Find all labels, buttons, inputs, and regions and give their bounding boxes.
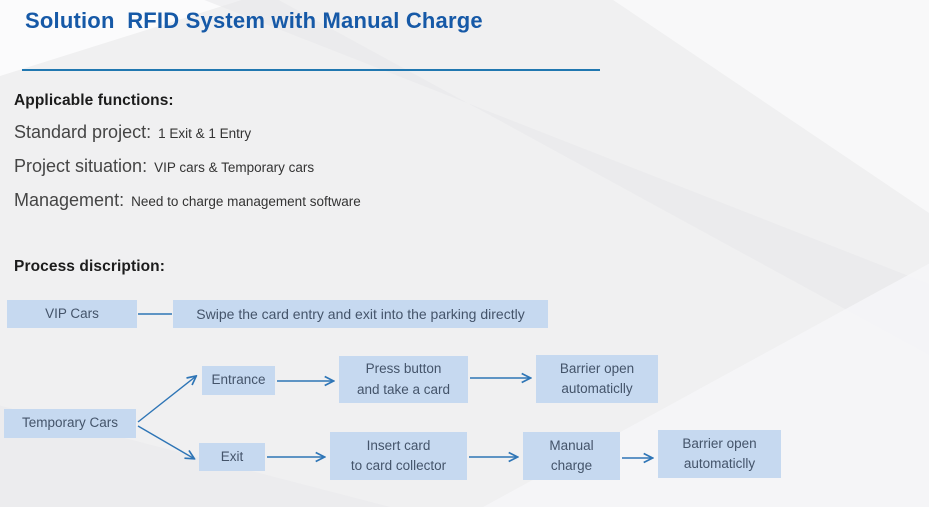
flow-node-press-button: Press button and take a card	[339, 356, 468, 403]
management-line: Management: Need to charge management sof…	[14, 190, 361, 211]
flow-node-swipe-card: Swipe the card entry and exit into the p…	[173, 300, 548, 328]
flow-node-barrier-open-entry: Barrier open automaticlly	[536, 355, 658, 403]
flow-node-barrier-open-exit: Barrier open automaticlly	[658, 430, 781, 478]
flow-node-exit: Exit	[199, 443, 265, 471]
project-situation-value: VIP cars & Temporary cars	[154, 160, 315, 175]
management-label: Management:	[14, 190, 125, 210]
process-description-heading: Process discription:	[14, 258, 166, 275]
flow-node-manual-charge: Manual charge	[523, 432, 620, 480]
standard-project-line: Standard project: 1 Exit & 1 Entry	[14, 122, 251, 143]
standard-project-label: Standard project:	[14, 122, 152, 142]
management-value: Need to charge management software	[131, 194, 361, 209]
project-situation-line: Project situation: VIP cars & Temporary c…	[14, 156, 314, 177]
flow-node-vip-cars: VIP Cars	[7, 300, 137, 328]
project-situation-label: Project situation:	[14, 156, 148, 176]
flow-node-temporary-cars: Temporary Cars	[4, 409, 136, 438]
standard-project-value: 1 Exit & 1 Entry	[158, 126, 252, 141]
slide-title: Solution RFID System with Manual Charge	[25, 8, 483, 33]
flow-node-entrance: Entrance	[202, 366, 275, 395]
applicable-functions-heading: Applicable functions:	[14, 92, 174, 109]
flow-node-insert-card: Insert card to card collector	[330, 432, 467, 480]
title-divider-line	[22, 69, 600, 71]
